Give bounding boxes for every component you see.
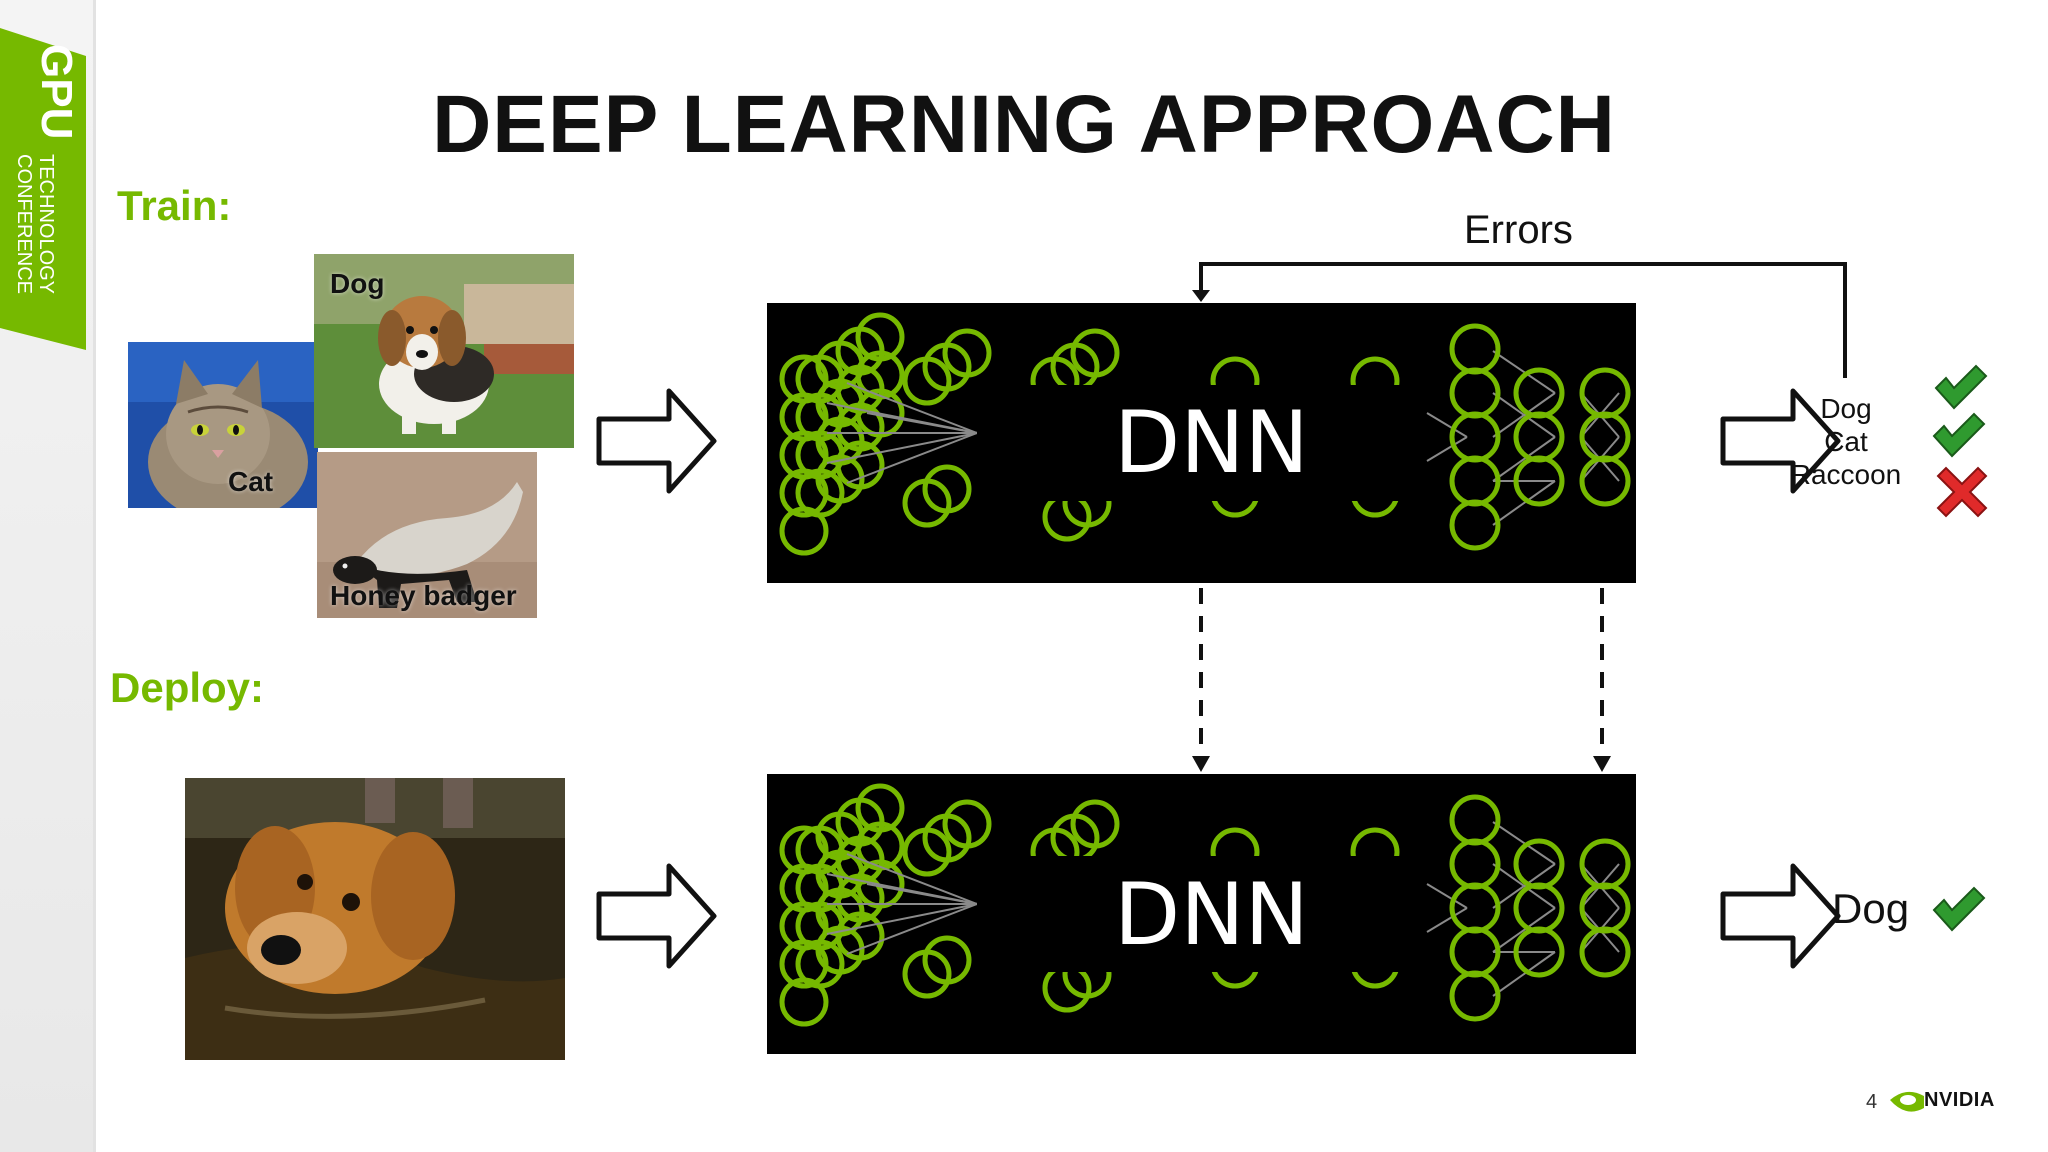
errors-label: Errors [1464, 208, 1573, 252]
green-check-icon [1933, 413, 1985, 457]
cat-photo-label: Cat [228, 466, 274, 497]
train-dnn-label: DNN [1114, 393, 1309, 493]
errors-feedback-arrowhead [1192, 290, 1210, 302]
dog-photo-label: Dog [330, 268, 385, 299]
train-label: Train: [117, 182, 232, 229]
tabby-cat-illustration [128, 342, 318, 508]
page-number: 4 [1866, 1091, 1878, 1113]
weights-transfer-arrowhead-right [1593, 756, 1611, 772]
weights-transfer-arrowhead-left [1192, 756, 1210, 772]
output-cat-label: Cat [1824, 426, 1868, 457]
nvidia-wordmark: NVIDIA [1924, 1089, 1995, 1111]
output-dog-label: Dog [1820, 393, 1872, 424]
green-check-icon [1933, 887, 1985, 931]
honey-badger-photo [317, 452, 537, 618]
honey-badger-illustration [317, 452, 537, 618]
deploy-input-arrow [599, 866, 714, 966]
gtc-logo-text: GPU TECHNOLOGY CONFERENCE [13, 44, 81, 294]
dog-photo [314, 254, 574, 448]
swimming-dog-illustration [185, 778, 565, 1060]
deploy-dog-photo [185, 778, 565, 1060]
deploy-label: Deploy: [110, 664, 265, 711]
gtc-gpu-text: GPU [32, 44, 81, 139]
red-x-icon [1936, 466, 1988, 518]
deploy-dnn-label: DNN [1114, 865, 1309, 965]
sidebar: GPU TECHNOLOGY CONFERENCE [0, 0, 96, 1152]
deploy-output-label: Dog [1832, 885, 1910, 932]
gtc-technology-text: TECHNOLOGY [35, 154, 57, 294]
slide-title: DEEP LEARNING APPROACH [432, 79, 1616, 170]
nvidia-logo-icon [1890, 1091, 1924, 1112]
green-check-icon [1935, 365, 1987, 409]
train-output-list: Dog Cat Raccoon [1776, 392, 1916, 491]
sidebar-divider [93, 0, 96, 1152]
honey-badger-photo-label: Honey badger [330, 580, 517, 611]
gtc-conference-text: CONFERENCE [13, 154, 35, 294]
deploy-output-arrow [1723, 866, 1838, 966]
output-raccoon-label: Raccoon [1790, 459, 1902, 490]
cat-photo [128, 342, 318, 508]
beagle-puppy-illustration [314, 254, 574, 448]
train-input-arrow [599, 391, 714, 491]
gtc-logo-tab [0, 28, 86, 350]
